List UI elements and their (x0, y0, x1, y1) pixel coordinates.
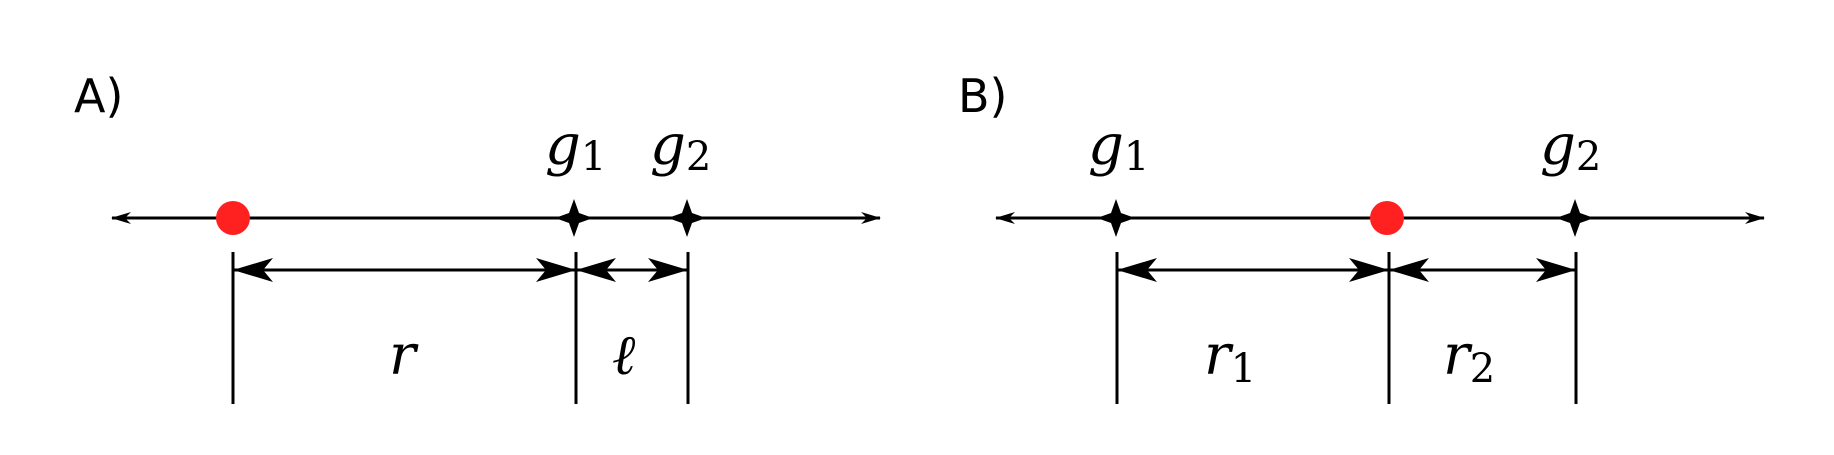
panel-b: B) g1 g2 r1 r2 (958, 69, 1765, 404)
panel-a-r-label: r (389, 323, 419, 388)
panel-b-g2-star-marker (1556, 199, 1594, 237)
panel-a: A) g1 g2 r ℓ (74, 69, 881, 404)
panel-b-g1-star-marker (1097, 199, 1135, 237)
panel-a-g1-label: g1 (545, 113, 606, 180)
panel-b-label: B) (958, 69, 1008, 123)
panel-a-label: A) (74, 69, 123, 123)
panel-b-g2-label: g2 (1540, 113, 1601, 180)
panel-a-l-label: ℓ (612, 323, 636, 388)
panel-a-red-point (216, 201, 250, 235)
panel-b-red-point (1370, 201, 1404, 235)
panel-b-r1-label: r1 (1204, 323, 1256, 392)
panel-b-g1-label: g1 (1088, 113, 1149, 180)
panel-a-g1-star-marker (555, 199, 593, 237)
panel-a-g2-label: g2 (650, 113, 711, 180)
panel-a-g2-star-marker (668, 199, 706, 237)
panel-b-r2-label: r2 (1443, 323, 1495, 392)
